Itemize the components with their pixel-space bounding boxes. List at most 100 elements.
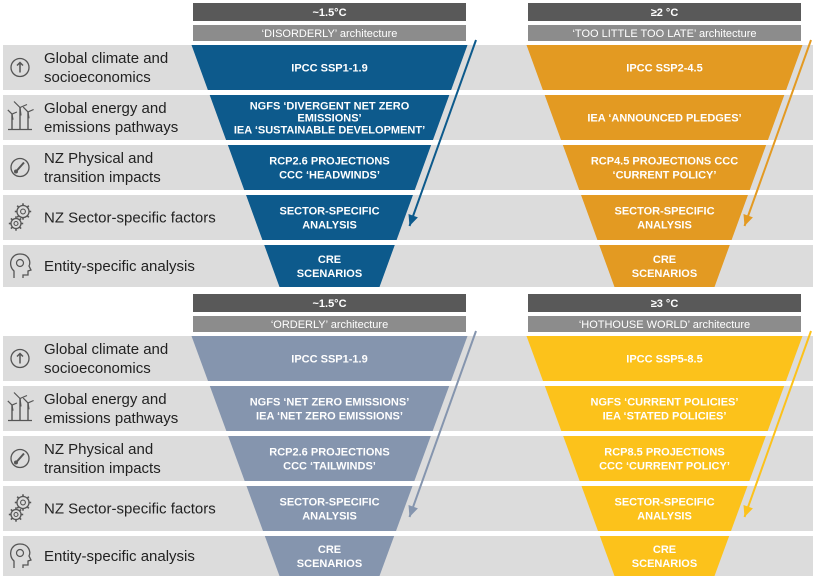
row-label: Global energy and bbox=[44, 100, 167, 117]
flow-arrowhead bbox=[408, 213, 418, 226]
funnel-segment-label: IEA ‘SUSTAINABLE DEVELOPMENT’ bbox=[234, 125, 425, 137]
row-label: NZ Sector-specific factors bbox=[44, 501, 216, 518]
upward-arrow-circle-icon bbox=[10, 348, 30, 369]
funnel-segment-label: EMISSIONS’ bbox=[297, 113, 361, 125]
funnel-segment-label: IEA ‘ANNOUNCED PLEDGES’ bbox=[587, 113, 741, 125]
funnel-segment-label: CRE bbox=[653, 254, 676, 266]
architecture-label: ‘HOTHOUSE WORLD’ architecture bbox=[579, 319, 750, 331]
flow-arrow bbox=[408, 39, 477, 227]
temperature-label: ~1.5°C bbox=[312, 298, 346, 310]
funnel-segment bbox=[581, 195, 748, 240]
flow-arrow bbox=[743, 39, 812, 227]
funnel-segment-label: CCC ‘CURRENT POLICY’ bbox=[599, 461, 730, 473]
funnel-segment-label: SCENARIOS bbox=[632, 268, 697, 280]
funnel-segment-label: CRE bbox=[318, 544, 341, 556]
row-label: transition impacts bbox=[44, 169, 161, 186]
funnel-segment-label: SECTOR-SPECIFIC bbox=[614, 206, 714, 218]
funnel-segment-label: CRE bbox=[318, 254, 341, 266]
funnel-segment-label: RCP8.5 PROJECTIONS bbox=[604, 447, 724, 459]
funnel-segment bbox=[209, 386, 450, 431]
wind-turbines-icon bbox=[7, 101, 34, 131]
temperature-header bbox=[528, 3, 801, 21]
thermometer-icon bbox=[10, 448, 30, 469]
gears-icon bbox=[8, 494, 32, 522]
funnel-segment-label: SECTOR-SPECIFIC bbox=[279, 206, 379, 218]
funnel-segment-label: ANALYSIS bbox=[302, 220, 357, 232]
funnel-segment-label: ANALYSIS bbox=[637, 511, 692, 523]
flow-arrowhead bbox=[743, 504, 753, 517]
thermometer-icon bbox=[10, 157, 30, 178]
funnel-segment bbox=[562, 145, 767, 190]
temperature-label: ≥2 °C bbox=[651, 7, 679, 19]
funnel-segment-label: ANALYSIS bbox=[302, 511, 357, 523]
funnel-segment bbox=[599, 536, 730, 576]
funnel-segment-label: NGFS ‘NET ZERO EMISSIONS’ bbox=[250, 397, 410, 409]
temperature-header bbox=[193, 294, 466, 312]
flow-arrowhead bbox=[408, 504, 418, 517]
funnel-segment-label: ‘CURRENT POLICY’ bbox=[613, 170, 717, 182]
row-label: emissions pathways bbox=[44, 119, 178, 136]
funnel-segment-label: SCENARIOS bbox=[632, 558, 697, 570]
funnel-segment bbox=[563, 436, 766, 481]
row-label: socioeconomics bbox=[44, 360, 151, 377]
head-gear-icon bbox=[9, 253, 32, 278]
row-label: Global energy and bbox=[44, 391, 167, 408]
temperature-label: ~1.5°C bbox=[312, 7, 346, 19]
funnel-segment-label: SCENARIOS bbox=[297, 558, 362, 570]
funnel-segment-label: IPCC SSP2-4.5 bbox=[626, 63, 702, 75]
funnel-segment bbox=[227, 145, 432, 190]
gears-icon bbox=[8, 203, 32, 231]
funnel-segment bbox=[246, 486, 413, 531]
flow-arrow bbox=[408, 330, 477, 518]
funnel-segment bbox=[581, 486, 748, 531]
funnel-segment-label: NGFS ‘CURRENT POLICIES’ bbox=[591, 397, 739, 409]
architecture-header bbox=[193, 316, 466, 332]
funnel-segment-label: CCC ‘HEADWINDS’ bbox=[279, 170, 380, 182]
funnel-segment bbox=[191, 336, 468, 381]
wind-turbines-icon bbox=[7, 392, 34, 422]
row-label: Global climate and bbox=[44, 341, 168, 358]
row-label: transition impacts bbox=[44, 460, 161, 477]
row-label: Entity-specific analysis bbox=[44, 258, 195, 275]
architecture-label: ‘ORDERLY’ architecture bbox=[271, 319, 388, 331]
funnel-segment bbox=[526, 45, 803, 90]
funnel-segment-label: IPCC SSP1-1.9 bbox=[291, 354, 367, 366]
funnel-segment-label: SECTOR-SPECIFIC bbox=[614, 497, 714, 509]
head-gear-icon bbox=[9, 543, 32, 568]
temperature-header bbox=[193, 3, 466, 21]
upward-arrow-circle-icon bbox=[10, 57, 30, 78]
row-label: Entity-specific analysis bbox=[44, 548, 195, 565]
funnel-segment-label: SCENARIOS bbox=[297, 268, 362, 280]
funnel-segment bbox=[246, 195, 413, 240]
funnel-segment-label: IEA ‘STATED POLICIES’ bbox=[603, 411, 727, 423]
funnel-segment-label: IEA ‘NET ZERO EMISSIONS’ bbox=[256, 411, 403, 423]
funnel-segment-label: SECTOR-SPECIFIC bbox=[279, 497, 379, 509]
funnel-segment bbox=[264, 245, 395, 287]
funnel-segment-label: RCP4.5 PROJECTIONS CCC bbox=[591, 156, 738, 168]
architecture-header bbox=[528, 316, 801, 332]
flow-arrowhead bbox=[743, 213, 753, 226]
row-label: socioeconomics bbox=[44, 69, 151, 86]
funnel-segment bbox=[599, 245, 730, 287]
funnel-segment bbox=[544, 95, 785, 140]
funnel-segment-label: NGFS ‘DIVERGENT NET ZERO bbox=[250, 101, 410, 113]
architecture-label: ‘DISORDERLY’ architecture bbox=[262, 28, 398, 40]
funnel-segment-label: CCC ‘TAILWINDS’ bbox=[283, 461, 376, 473]
funnel-segment bbox=[209, 95, 450, 140]
row-label: Global climate and bbox=[44, 50, 168, 67]
funnel-segment-label: CRE bbox=[653, 544, 676, 556]
funnel-segment bbox=[544, 386, 785, 431]
funnel-segment-label: RCP2.6 PROJECTIONS bbox=[269, 156, 389, 168]
funnel-segment-label: ANALYSIS bbox=[637, 220, 692, 232]
funnel-segment-label: RCP2.6 PROJECTIONS bbox=[269, 447, 389, 459]
temperature-header bbox=[528, 294, 801, 312]
funnel-segment bbox=[228, 436, 431, 481]
flow-arrow bbox=[743, 330, 812, 518]
architecture-header bbox=[528, 25, 801, 41]
temperature-label: ≥3 °C bbox=[651, 298, 679, 310]
funnel-segment bbox=[191, 45, 468, 90]
architecture-label: ‘TOO LITTLE TOO LATE’ architecture bbox=[572, 28, 756, 40]
row-label: NZ Physical and bbox=[44, 150, 153, 167]
architecture-header bbox=[193, 25, 466, 41]
